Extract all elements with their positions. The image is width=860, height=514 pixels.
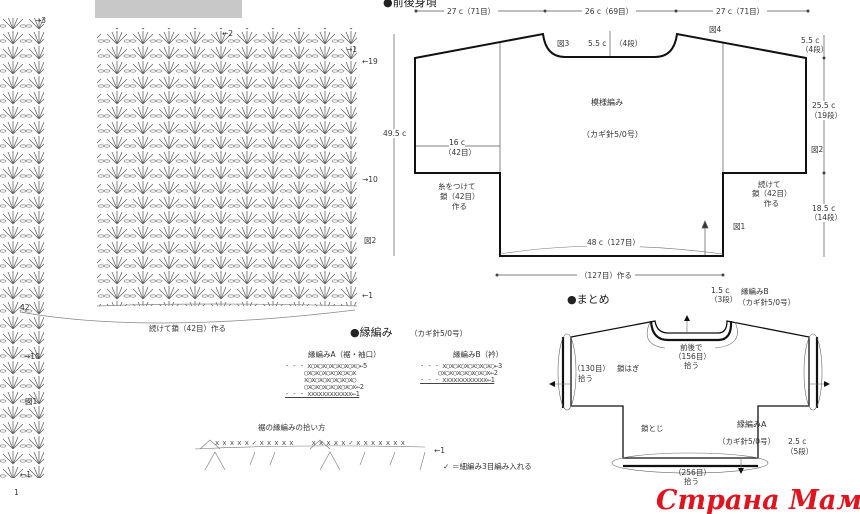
fig2-chart-label: 図2 [364,236,377,245]
body-outline [414,32,807,257]
cuff-pickup-1: （130目） [573,364,610,373]
edge-a-row: x○x○x○x○x○x○x○ [304,376,357,384]
hem-rows: （5段） [786,447,814,456]
hem-height: 2.5 c [788,437,807,446]
edge-b-hook: （カギ針5/0号） [738,298,796,307]
stitch-count: 42 [20,303,30,312]
stitch-chart-left [0,18,44,478]
edge-a-hook: （カギ針5/0号） [718,437,776,446]
finishing-outline [570,320,810,459]
row-label: →1 [346,45,358,54]
right-chain-2: 鎖（42目） [752,189,792,198]
left-chain-2: 鎖（42目） [440,192,480,201]
edge-a-row: - - - xxxxxxxxxxxx←1 [285,390,360,398]
edge-a-label: 縁編みA [737,420,767,429]
hook-size: （カギ針5/0号） [582,130,643,139]
right-chain-1: 続けて [758,180,781,189]
sleeve-sts: （42目） [444,148,477,157]
bottom-width: 48 c（127目） [587,238,640,247]
hem-pickup-1: （256目） [674,468,711,477]
legend-icon: ✓ [443,462,450,471]
edge-a-row: ○x○x○x○x○x○x○x [304,369,357,377]
hem-pickup-2: 拾う [684,477,699,486]
neck-pickup-3: 拾う [684,361,699,370]
finishing-title: ●まとめ [567,293,610,306]
collar-rows: （3段） [710,295,738,304]
fig1-label: 図1 [733,222,746,231]
edge-a-title: 縁編みA（裾・袖口） [308,350,381,359]
sleeve-depth: 16 c [449,138,466,147]
pickup-title: 裾の縁編みの拾い方 [258,423,326,432]
chart-foundation: 続けて鎖（42目）作る [146,324,230,333]
fig1-chart-label: 図1 [25,397,38,406]
pickup-stitches: x x x x x ✓ x x x x x x x x x x ✓ x x x … [215,439,405,447]
edging-hook: （カギ針5/0号） [410,329,468,338]
fig3-label: 図3 [557,39,570,48]
shoulder-rows: （4段） [801,45,829,54]
chain-join-label: 鎖はぎ [617,364,640,373]
neck-rows: （4段） [615,39,643,48]
body-section-title: ●前後身頃 [383,0,437,9]
row-label: 1 [14,488,19,497]
total-height: 49.5 c [383,129,407,138]
row-label: ←2 [222,29,234,38]
edge-b-row: - - - x○x○x○x○x○x○x○←3 [420,362,502,370]
lower-rows: （14段） [810,213,843,222]
row-label: ←1 [20,470,32,479]
edge-b-label: 縁編みB [741,287,769,296]
neck-pickup-1: 前後で [680,343,703,352]
fig4-label: 図4 [709,25,722,34]
left-chain-3: 作る [452,202,467,211]
collar-height: 1.5 c [711,286,730,295]
row-label: →3 [35,16,47,25]
edging-title: ●縁編み [350,326,393,339]
row-label: ←19 [362,57,378,66]
cuff-pickup-2: 拾う [578,374,593,383]
row-label: →10 [24,352,40,361]
watermark: Страна Мам.ру [656,485,860,514]
edge-a-row: ○x○x○x○x○x○x○x←2 [304,383,364,391]
edge-b-row: ○x○x○x○x○x○x○x←2 [438,369,498,377]
row-label: ←1 [434,446,446,455]
pickup-chart [194,439,426,471]
upper-rows: （19段） [810,111,843,120]
width-center: 26 c（69目） [582,7,637,16]
row-label: ←1 [362,291,374,300]
edge-a-row: - - - x○x○x○x○x○x○x○←5 [285,362,367,370]
width-left: 27 c（71目） [444,7,499,16]
stitch-chart-main [97,28,357,306]
photo [95,0,242,18]
edge-b-title: 縁編みB（衿） [453,350,504,359]
upper-height: 25.5 c [812,101,836,110]
shoulder-drop: 5.5 c [801,36,820,45]
width-right: 27 c（71目） [713,7,768,16]
right-chain-3: 作る [764,199,779,208]
foundation-label: （127目）作る [577,271,635,280]
pattern-name: 模様編み [591,98,623,107]
left-chain-1: 糸をつけて [438,182,476,191]
fig2-label: 図2 [811,145,824,154]
legend-text: ＝細編み3目編み入れる [452,462,532,471]
edge-b-row: - - - xxxxxxxxxxxx←1 [420,376,495,384]
neck-pickup-2: （156目） [674,352,711,361]
lower-height: 18.5 c [812,204,836,213]
chain-seam-label: 鎖とじ [641,424,664,433]
row-label: →10 [362,175,378,184]
neck-depth: 5.5 c [588,39,607,48]
